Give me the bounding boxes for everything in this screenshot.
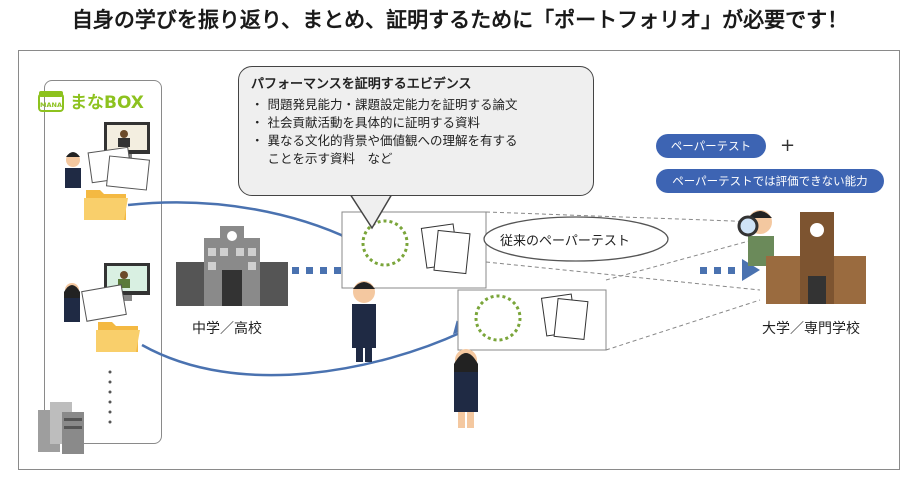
manabox-brand: MANA まなBOX — [38, 88, 144, 113]
essay-highlight-circle — [361, 219, 409, 267]
student-girl-icon — [64, 283, 80, 322]
test-paper-icon — [420, 223, 471, 275]
paper-test-cloud — [483, 216, 669, 262]
page-title: 自身の学びを振り返り、まとめ、証明するために「ポートフォリオ」が必要です！ — [71, 8, 849, 32]
evidence-title: パフォーマンスを証明するエビデンス — [251, 77, 472, 92]
school-building-icon — [176, 226, 288, 306]
student-boy-icon — [65, 152, 81, 188]
university-building-icon — [766, 212, 866, 304]
magnifier-person-icon — [737, 210, 774, 266]
test-paper-icon — [540, 293, 589, 341]
evidence-item: ・ 異なる文化的背景や価値観への理解を有する — [251, 133, 518, 148]
manabox-brand-name: まなBOX — [70, 93, 144, 113]
diagram-frame — [18, 50, 900, 470]
school-label: 中学／高校 — [192, 321, 262, 337]
paper-test-label: 従来のペーパーテスト — [500, 234, 630, 249]
evidence-speech-bubble: パフォーマンスを証明するエビデンス ・ 問題発見能力・課題設定能力を証明する論文… — [238, 66, 594, 196]
evidence-item: ・ 問題発見能力・課題設定能力を証明する論文 — [251, 97, 518, 112]
student-girl-icon — [454, 349, 478, 428]
vertical-dots — [108, 370, 112, 424]
svg-text:MANA: MANA — [40, 101, 62, 109]
manabox-logo-icon: MANA — [38, 90, 64, 112]
essay-highlight-circle — [474, 294, 522, 342]
evidence-item: ・ 社会貢献活動を具体的に証明する資料 — [251, 115, 480, 130]
student-boy-icon — [352, 281, 376, 362]
database-icon — [38, 402, 84, 454]
unmeasurable-ability-pill: ペーパーテストでは評価できない能力 — [656, 169, 884, 193]
essay-document-icon — [81, 284, 127, 322]
folder-icon — [96, 322, 140, 352]
evidence-item: ことを示す資料 など — [251, 151, 393, 166]
manabox-container — [44, 80, 162, 444]
essay-document-icon — [87, 146, 151, 191]
portfolio-arrow — [127, 201, 463, 377]
plus-sign: + — [780, 135, 796, 156]
paper-test-pill: ペーパーテスト — [656, 134, 766, 158]
folder-icon — [84, 190, 128, 220]
university-label: 大学／専門学校 — [762, 321, 860, 337]
dotted-flow-arrow — [292, 259, 760, 281]
